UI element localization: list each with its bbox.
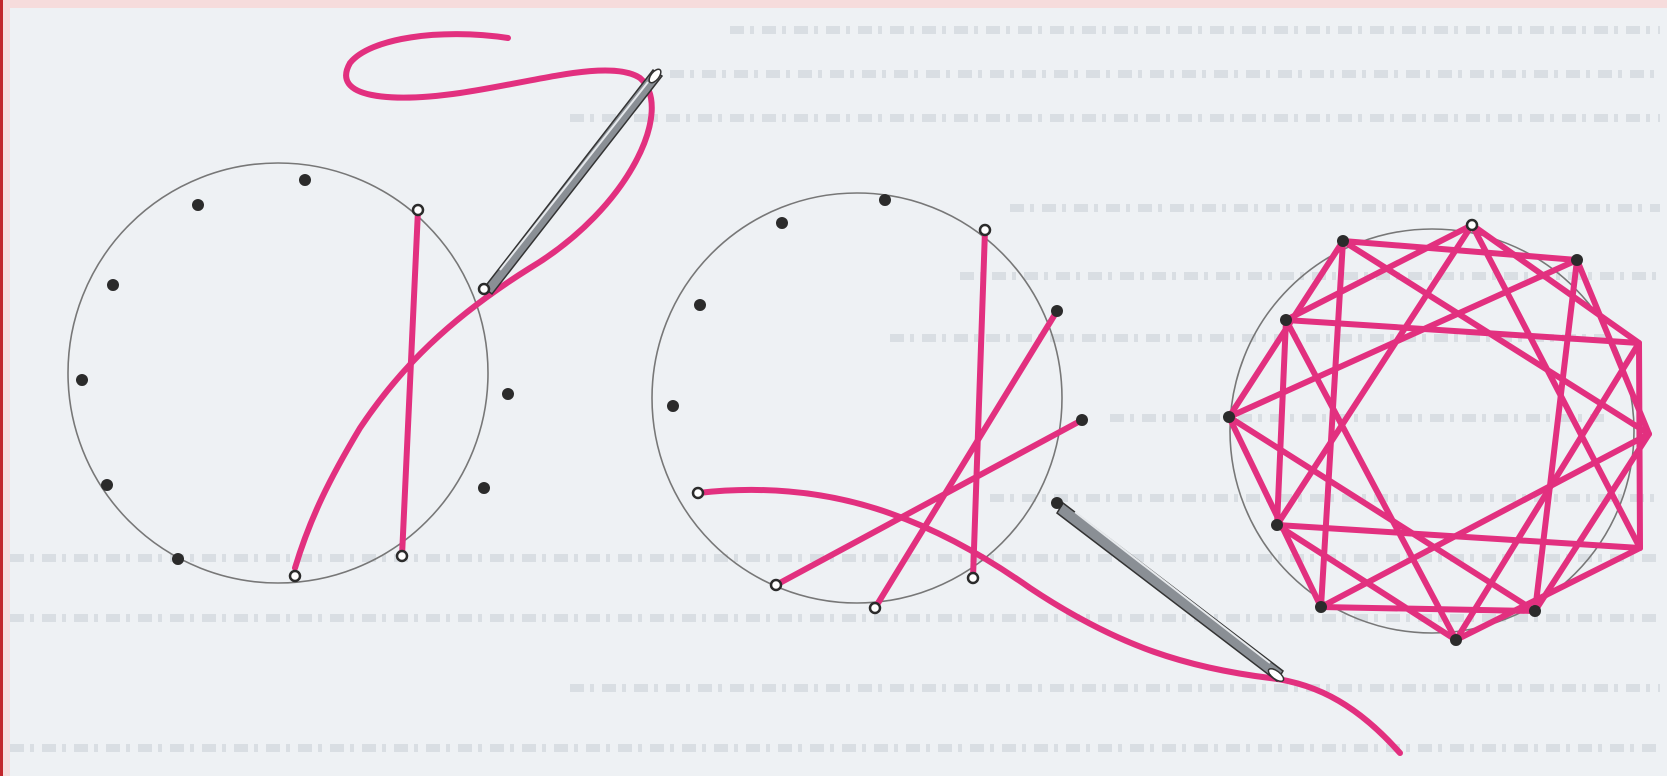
stitch	[875, 311, 1057, 608]
thread-loop	[295, 34, 652, 568]
completed-star	[1229, 225, 1649, 640]
stitch	[402, 210, 418, 556]
page-edge	[0, 0, 10, 776]
panel-step-3	[1223, 220, 1649, 646]
illustration-frame	[10, 8, 1667, 776]
guide-circle	[68, 163, 488, 583]
stitch	[973, 230, 985, 578]
needle-icon	[484, 67, 663, 294]
string-art-illustration	[10, 8, 1667, 776]
background-print-lines	[10, 30, 1660, 748]
